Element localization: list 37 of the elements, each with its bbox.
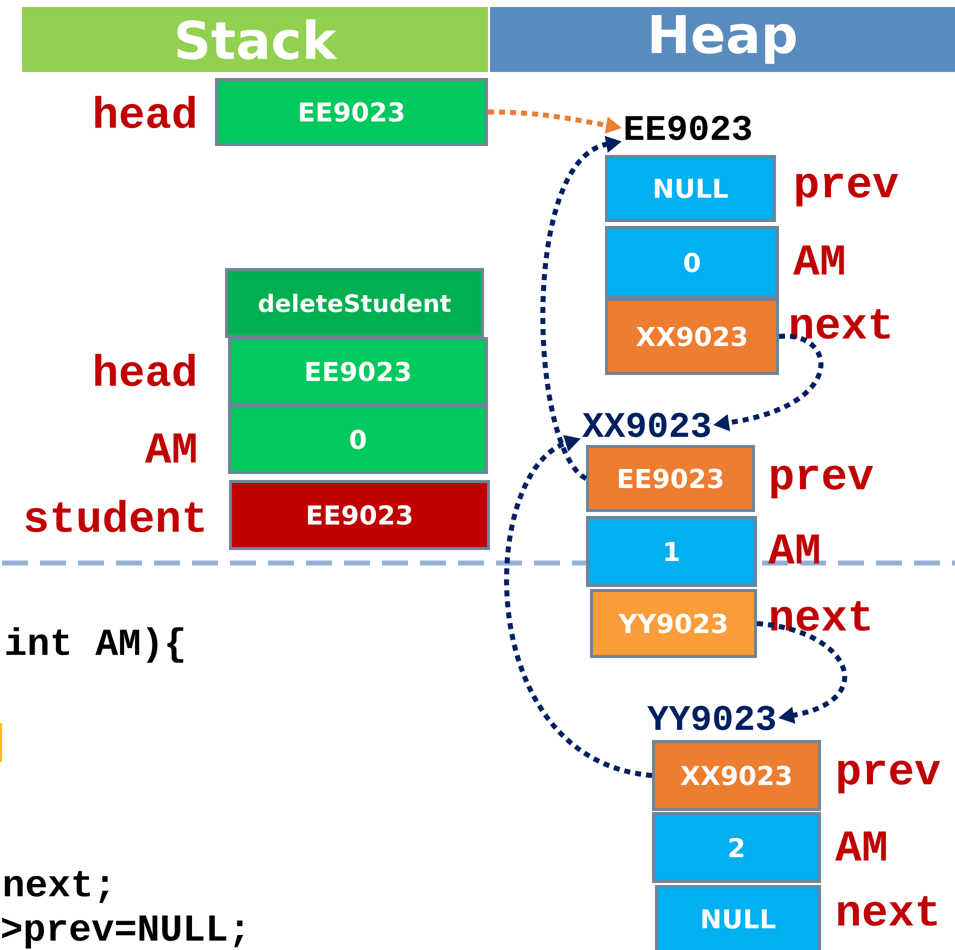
variable-name: AM xyxy=(835,832,886,860)
memory-cell: YY9023 xyxy=(590,589,757,658)
pointer-arrow xyxy=(504,434,653,778)
variable-name: next xyxy=(838,896,937,926)
memory-cell: deleteStudent xyxy=(225,268,484,338)
memory-cell: NULL xyxy=(655,885,821,950)
memory-cell: XX9023 xyxy=(652,740,821,811)
memory-cell: EE9023 xyxy=(586,445,755,512)
address-label: EE9023 xyxy=(626,116,751,140)
code-line: next; xyxy=(4,870,108,904)
variable-name: next xyxy=(771,601,870,631)
memory-cell: EE9023 xyxy=(228,337,488,406)
variable-name: prev xyxy=(771,466,874,498)
variable-name: AM xyxy=(145,434,196,462)
variable-name: prev xyxy=(796,174,898,206)
variable-name: AM xyxy=(768,534,819,564)
memory-cell: 0 xyxy=(605,226,779,299)
code-line: int AM){ xyxy=(6,627,184,663)
memory-cell: EE9023 xyxy=(215,78,488,146)
memory-cell: NULL xyxy=(605,155,776,222)
code-line: >prev=NULL; xyxy=(2,916,244,948)
variable-name: student xyxy=(26,500,204,532)
address-label: XX9023 xyxy=(582,412,710,438)
variable-name: prev xyxy=(838,760,940,794)
address-label: YY9023 xyxy=(647,706,775,730)
variable-name: next xyxy=(791,309,890,339)
variable-name: head xyxy=(95,354,195,386)
header-band: Stack xyxy=(20,5,490,74)
memory-cell: 0 xyxy=(228,405,488,474)
memory-cell: XX9023 xyxy=(605,298,779,375)
variable-name: AM xyxy=(793,246,844,274)
memory-cell: 2 xyxy=(652,812,821,884)
memory-cell: 1 xyxy=(586,516,757,587)
pointer-arrow xyxy=(756,621,848,724)
memory-cell: EE9023 xyxy=(229,480,490,550)
variable-name: head xyxy=(95,96,195,128)
header-band: Heap xyxy=(488,5,955,74)
